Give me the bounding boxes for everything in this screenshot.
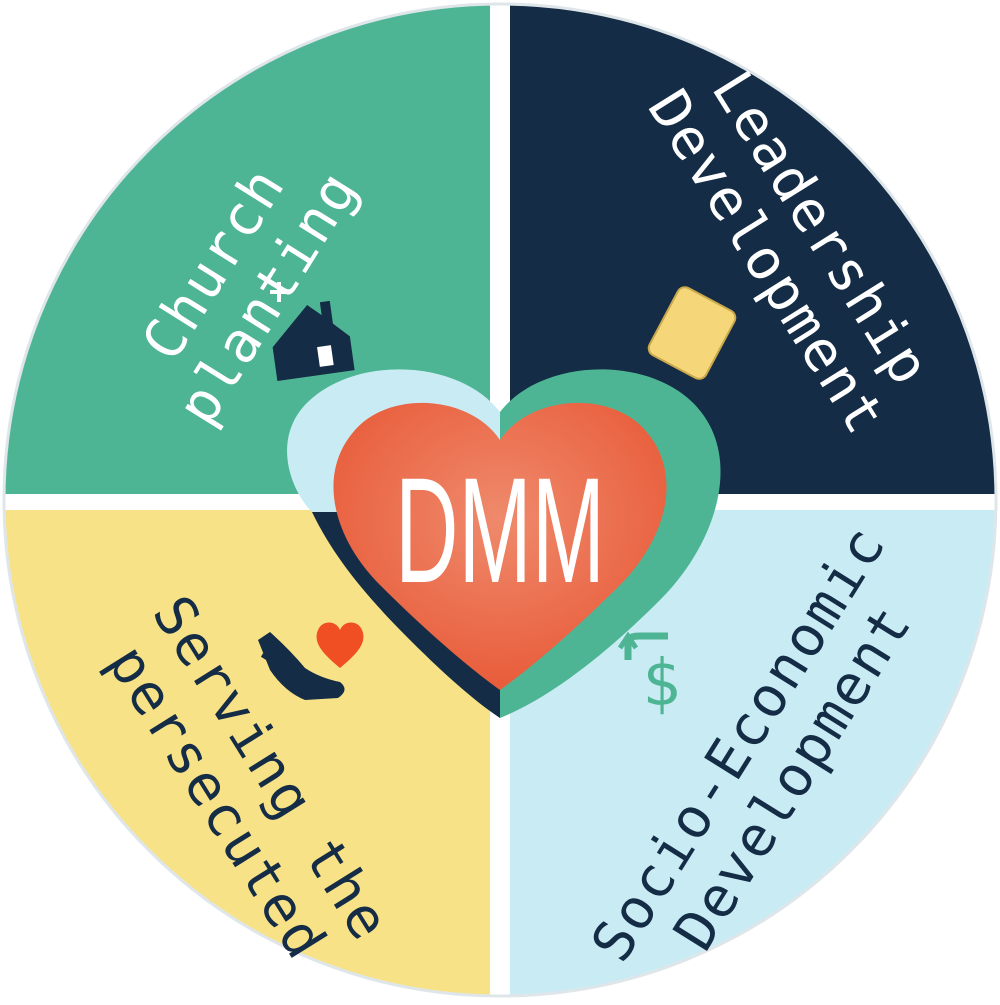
center-heart: DMM <box>287 369 721 718</box>
book-icon <box>647 286 737 380</box>
center-label: DMM <box>395 446 605 614</box>
heart-core <box>333 402 667 690</box>
church-icon <box>270 282 355 381</box>
hand-heart-icon <box>258 622 364 700</box>
dollar-growth-icon: $ <box>617 631 681 721</box>
svg-text:$: $ <box>642 647 681 721</box>
